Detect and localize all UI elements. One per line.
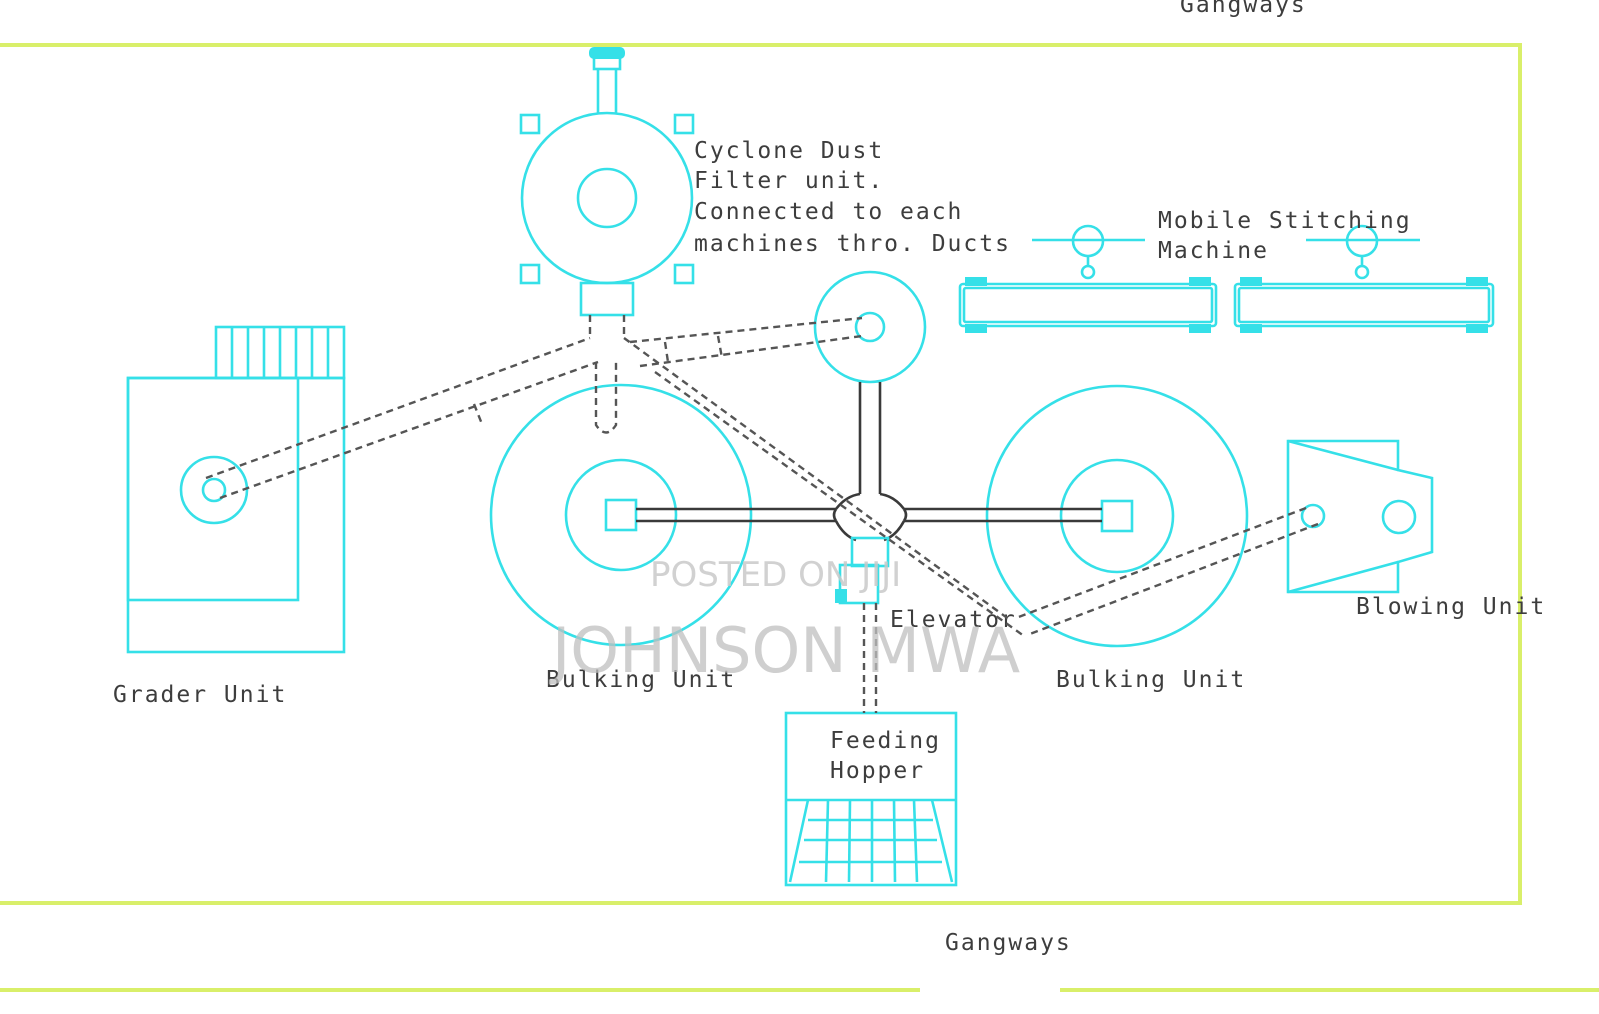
gangways-top-label: Gangways xyxy=(1180,0,1307,18)
cyclone-label-line1: Cyclone Dust xyxy=(694,138,884,164)
mobile-stitching-machine-left xyxy=(958,224,1218,333)
bulking-unit-left xyxy=(489,383,753,647)
gangways-bottom-label: Gangways xyxy=(945,930,1072,956)
feeding-hopper xyxy=(784,711,958,887)
watermark-johnson: JOHNSON MWA xyxy=(548,614,1020,687)
floor-border xyxy=(0,43,1599,992)
stitching-label-line1: Mobile Stitching xyxy=(1158,208,1412,234)
watermark-posted-on: POSTED ON JIJI xyxy=(650,555,901,595)
blowing-unit xyxy=(1286,439,1434,594)
elevator-head-unit xyxy=(813,270,927,384)
bulking-unit-right-label: Bulking Unit xyxy=(1056,667,1246,693)
grader-unit xyxy=(126,325,346,654)
cyclone-label-line4: machines thro. Ducts xyxy=(694,231,1011,257)
dust-ducts xyxy=(205,315,1319,713)
conveyor-pipes xyxy=(636,382,1102,542)
blowing-unit-label: Blowing Unit xyxy=(1356,594,1546,620)
bulking-unit-left-label: Bulking Unit xyxy=(546,667,736,693)
cyclone-label-line2: Filter unit. xyxy=(694,168,884,194)
cyclone-label-line3: Connected to each xyxy=(694,199,963,225)
mobile-stitching-machine-right xyxy=(1233,224,1495,333)
elevator-unit xyxy=(835,536,890,605)
bulking-unit-right xyxy=(985,384,1249,648)
feeding-label-line2: Hopper xyxy=(830,758,925,784)
cyclone-dust-filter-unit xyxy=(519,47,695,317)
elevator-label: Elevator xyxy=(890,607,1017,633)
feeding-label-line1: Feeding xyxy=(830,728,941,754)
stitching-label-line2: Machine xyxy=(1158,238,1269,264)
grader-unit-label: Grader Unit xyxy=(113,682,287,708)
